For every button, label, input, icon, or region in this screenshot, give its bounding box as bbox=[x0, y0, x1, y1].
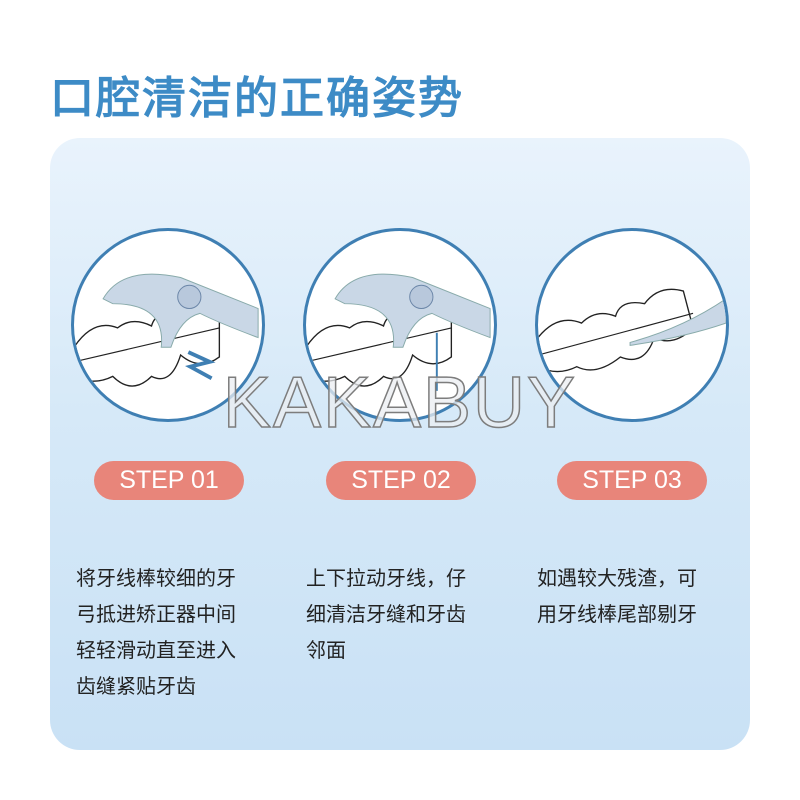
step-2-description: 上下拉动牙线，仔 细清洁牙缝和牙齿 邻面 bbox=[306, 560, 506, 668]
step-3-illustration bbox=[535, 228, 729, 422]
desc-line: 细清洁牙缝和牙齿 bbox=[306, 602, 466, 626]
desc-line: 用牙线棒尾部剔牙 bbox=[537, 602, 697, 626]
step-1-badge: STEP 01 bbox=[94, 461, 244, 500]
step-1-illustration bbox=[71, 228, 265, 422]
page-title: 口腔清洁的正确姿势 bbox=[50, 73, 464, 124]
step-2-illustration bbox=[303, 228, 497, 422]
desc-line: 弓抵进矫正器中间 bbox=[76, 602, 236, 626]
desc-line: 将牙线棒较细的牙 bbox=[76, 566, 236, 590]
step-1-description: 将牙线棒较细的牙 弓抵进矫正器中间 轻轻滑动直至进入 齿缝紧贴牙齿 bbox=[76, 560, 276, 704]
step-3-badge: STEP 03 bbox=[557, 461, 707, 500]
watermark: KAKABUY bbox=[222, 362, 578, 444]
desc-line: 如遇较大残渣，可 bbox=[537, 566, 697, 590]
desc-line: 邻面 bbox=[306, 638, 346, 662]
desc-line: 轻轻滑动直至进入 bbox=[76, 638, 236, 662]
step-3-description: 如遇较大残渣，可 用牙线棒尾部剔牙 bbox=[537, 560, 737, 632]
desc-line: 齿缝紧贴牙齿 bbox=[76, 674, 196, 698]
desc-line: 上下拉动牙线，仔 bbox=[306, 566, 466, 590]
step-2-badge: STEP 02 bbox=[326, 461, 476, 500]
